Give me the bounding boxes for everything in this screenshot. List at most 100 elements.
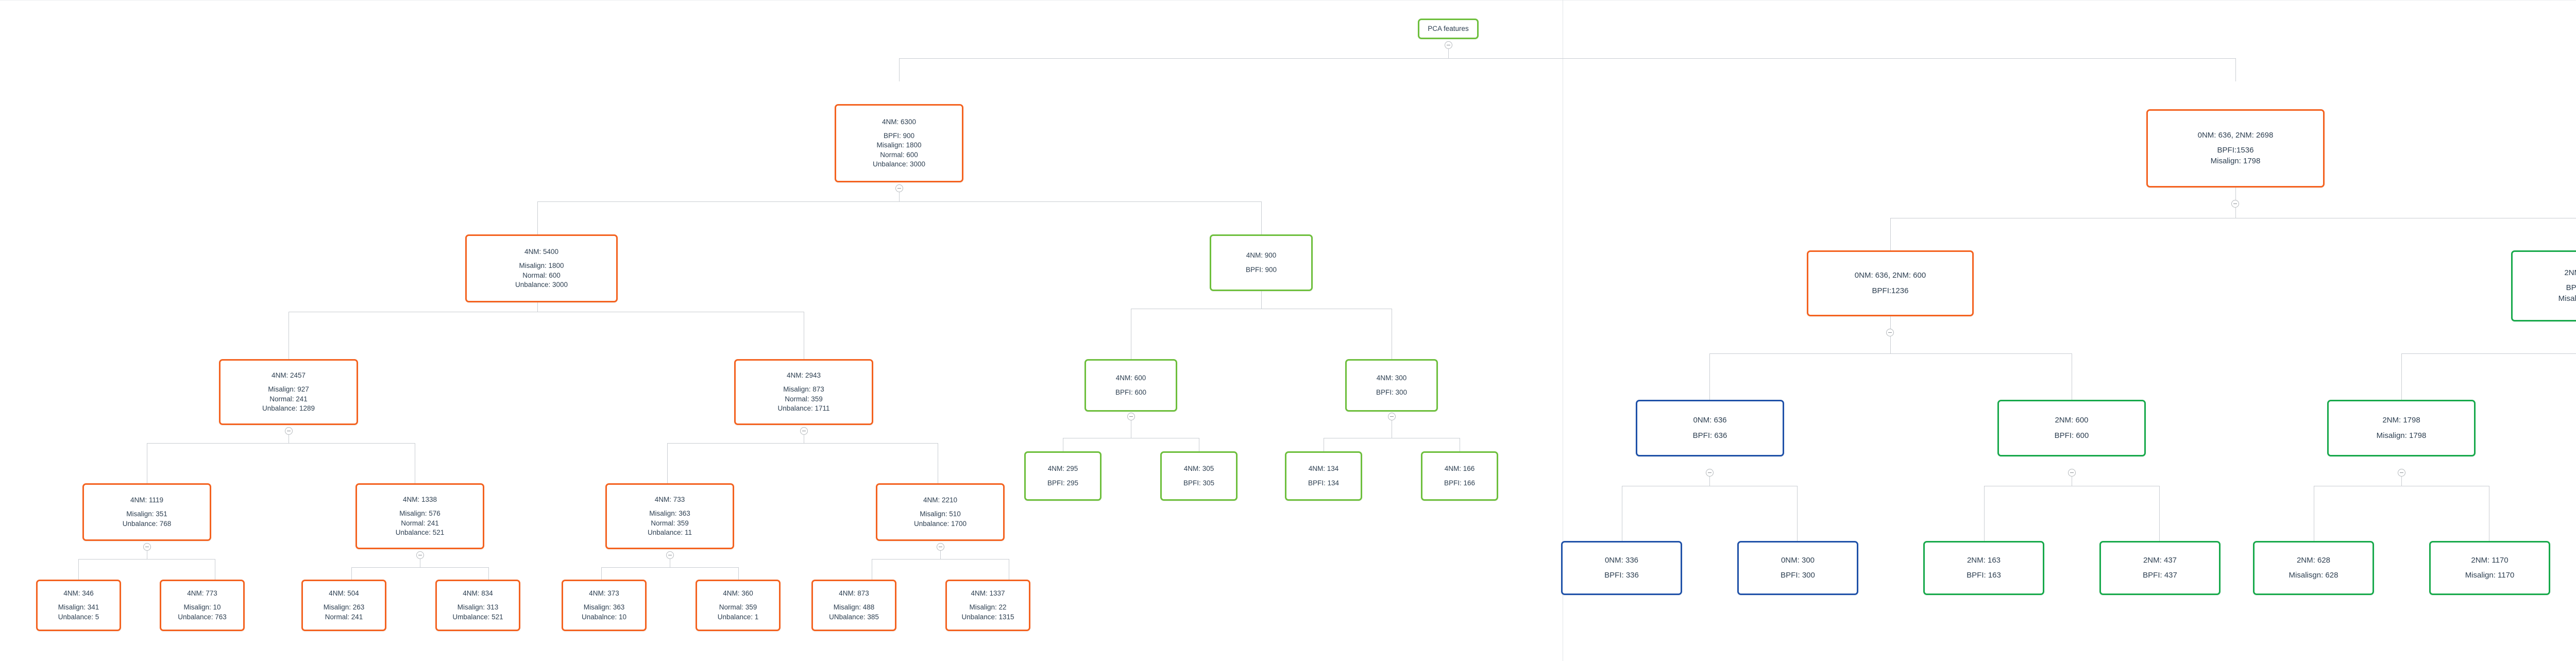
node-detail: Misalign: 873: [783, 385, 824, 394]
node-right-r4c[interactable]: 2NM: 163 BPFI: 163: [1923, 541, 2044, 595]
collapse-toggle-right-r3b[interactable]: [2068, 469, 2076, 477]
node-left-l1[interactable]: 4NM: 6300 BPFI: 900 Misalign: 1800 Norma…: [835, 104, 963, 182]
node-left-l5g[interactable]: 4NM: 873 Misalign: 488 UNbalance: 385: [811, 580, 896, 631]
collapse-toggle-left-l3b[interactable]: [800, 427, 808, 435]
node-left-l4a[interactable]: 4NM: 1119 Misalign: 351 Unbalance: 768: [82, 483, 211, 541]
node-detail: Misalign: 576: [399, 510, 440, 518]
collapse-toggle-left-l4b[interactable]: [416, 551, 424, 559]
collapse-toggle-left-l3a[interactable]: [285, 427, 293, 435]
node-detail: BPFI: 300: [2566, 283, 2576, 293]
node-detail: BPFI: 336: [1604, 571, 1639, 580]
node-left-l4d[interactable]: 4NM: 2210 Misalign: 510 Unbalance: 1700: [876, 483, 1005, 541]
node-detail: Misalign: 341: [58, 603, 99, 612]
node-left-l3b[interactable]: 4NM: 2943 Misalign: 873 Normal: 359 Unba…: [734, 359, 873, 425]
node-left-l2a[interactable]: 4NM: 5400 Misalign: 1800 Normal: 600 Unb…: [465, 234, 618, 302]
node-header: 4NM: 346: [63, 589, 94, 598]
node-left-l3a[interactable]: 4NM: 2457 Misalign: 927 Normal: 241 Unba…: [219, 359, 358, 425]
node-detail: Unbalance: 763: [178, 613, 227, 621]
node-left-l3d[interactable]: 4NM: 300 BPFI: 300: [1345, 359, 1438, 412]
node-header: 0NM: 636, 2NM: 600: [1854, 271, 1926, 280]
node-detail: Unbalance: 521: [395, 528, 445, 536]
node-left-l5b[interactable]: 4NM: 773 Misalign: 10 Unbalance: 763: [160, 580, 245, 631]
connector: [940, 551, 941, 559]
node-header: 4NM: 834: [463, 589, 493, 598]
node-right-r2a[interactable]: 0NM: 636, 2NM: 600 BPFI:1236: [1807, 250, 1974, 316]
node-left-l5c[interactable]: 4NM: 504 Misalign: 263 Normal: 241: [301, 580, 386, 631]
node-detail: BPFI:1536: [2217, 146, 2254, 155]
node-pca-features[interactable]: PCA features: [1418, 19, 1479, 39]
node-detail: Misalign: 313: [457, 603, 499, 612]
connector: [1709, 477, 1710, 486]
connector: [2235, 58, 2236, 81]
node-detail: Unbalance: 1700: [913, 519, 967, 528]
collapse-toggle-right-r3a[interactable]: [1706, 469, 1714, 477]
collapse-toggle-left-l3c[interactable]: [1127, 413, 1135, 420]
node-right-r3c[interactable]: 2NM: 1798 Misalign: 1798: [2327, 400, 2476, 456]
collapse-toggle-left-l4a[interactable]: [143, 543, 151, 551]
node-left-l5h[interactable]: 4NM: 1337 Misalign: 22 Unbalance: 1315: [945, 580, 1030, 631]
node-header: 0NM: 636, 2NM: 2698: [2197, 131, 2274, 140]
collapse-toggle-left-l1[interactable]: [895, 184, 903, 192]
connector: [2235, 188, 2236, 200]
connector: [2235, 208, 2236, 218]
node-detail: Normal: 241: [401, 519, 439, 527]
collapse-toggle-right-r3c[interactable]: [2398, 469, 2405, 477]
node-left-l4g[interactable]: 4NM: 134 BPFI: 134: [1285, 451, 1362, 501]
node-left-l4c[interactable]: 4NM: 733 Misalign: 363 Normal: 359 Unbal…: [605, 483, 734, 549]
node-detail: Unbalance: 1289: [262, 404, 315, 412]
node-left-l5e[interactable]: 4NM: 373 Misalign: 363 Unabalnce: 10: [562, 580, 647, 631]
node-detail: Normal: 241: [269, 395, 308, 403]
node-left-l5f[interactable]: 4NM: 360 Normal: 359 Unbalance: 1: [696, 580, 781, 631]
node-right-r1[interactable]: 0NM: 636, 2NM: 2698 BPFI:1536 Misalign: …: [2146, 109, 2325, 188]
node-right-r4f[interactable]: 2NM: 1170 Misalign: 1170: [2429, 541, 2550, 595]
collapse-toggle-left-l3d[interactable]: [1388, 413, 1396, 420]
node-right-r3a[interactable]: 0NM: 636 BPFI: 636: [1636, 400, 1784, 456]
node-detail: Normal: 600: [522, 271, 561, 279]
connector: [1709, 353, 2072, 354]
node-detail: Misalign: 351: [126, 510, 167, 518]
node-left-l4e[interactable]: 4NM: 295 BPFI: 295: [1024, 451, 1101, 501]
node-header: 4NM: 6300: [882, 117, 917, 126]
node-left-l4h[interactable]: 4NM: 166 BPFI: 166: [1421, 451, 1498, 501]
node-detail: Misalign: 1798: [2210, 156, 2261, 165]
connector: [537, 302, 538, 312]
node-left-l4f[interactable]: 4NM: 305 BPFI: 305: [1160, 451, 1238, 501]
connector: [351, 567, 488, 568]
node-left-l5d[interactable]: 4NM: 834 Misalign: 313 Umbalance: 521: [435, 580, 520, 631]
node-header: 2NM: 437: [2143, 555, 2177, 565]
node-detail: Unbalance: 3000: [872, 160, 926, 168]
node-right-r4a[interactable]: 0NM: 336 BPFI: 336: [1561, 541, 1682, 595]
collapse-toggle-left-l4c[interactable]: [666, 551, 674, 559]
node-right-r4b[interactable]: 0NM: 300 BPFI: 300: [1737, 541, 1858, 595]
node-detail: Unbalance: 11: [647, 528, 692, 536]
connector: [2401, 353, 2576, 354]
node-detail: BPFI: 134: [1308, 479, 1340, 487]
node-right-r4e[interactable]: 2NM: 628 Misalisgn: 628: [2253, 541, 2374, 595]
node-header: 0NM: 636: [1693, 416, 1727, 425]
node-header: PCA features: [1428, 24, 1469, 32]
node-right-r3b[interactable]: 2NM: 600 BPFI: 600: [1997, 400, 2146, 456]
node-detail: Normal: 359: [719, 603, 757, 612]
connector: [899, 192, 900, 201]
node-right-r2b[interactable]: 2NM: 2098 BPFI: 300 Misalign: 1798: [2511, 250, 2576, 321]
collapse-toggle-left-l4d[interactable]: [937, 543, 944, 551]
connector: [1261, 291, 1262, 309]
node-header: 4NM: 1337: [971, 589, 1005, 598]
connector: [899, 58, 900, 81]
node-detail: BPFI: 300: [1781, 571, 1815, 580]
node-header: 4NM: 2210: [923, 496, 958, 504]
node-right-r4d[interactable]: 2NM: 437 BPFI: 437: [2099, 541, 2221, 595]
node-header: 4NM: 305: [1183, 465, 1214, 473]
collapse-toggle-right-r2a[interactable]: [1886, 329, 1894, 336]
node-left-l2b[interactable]: 4NM: 900 BPFI: 900: [1210, 234, 1313, 291]
node-left-l4b[interactable]: 4NM: 1338 Misalign: 576 Normal: 241 Unba…: [355, 483, 484, 549]
node-detail: Misalign: 1798: [2558, 294, 2576, 303]
node-left-l5a[interactable]: 4NM: 346 Misalign: 341 Unbalance: 5: [36, 580, 121, 631]
node-header: 4NM: 1338: [402, 496, 437, 504]
node-header: 4NM: 166: [1444, 465, 1475, 473]
node-left-l3c[interactable]: 4NM: 600 BPFI: 600: [1084, 359, 1177, 412]
connector: [1890, 336, 1891, 353]
collapse-toggle-right-r1[interactable]: [2231, 200, 2239, 208]
collapse-toggle-root[interactable]: [1445, 41, 1452, 49]
node-detail: Normal: 359: [651, 519, 689, 527]
